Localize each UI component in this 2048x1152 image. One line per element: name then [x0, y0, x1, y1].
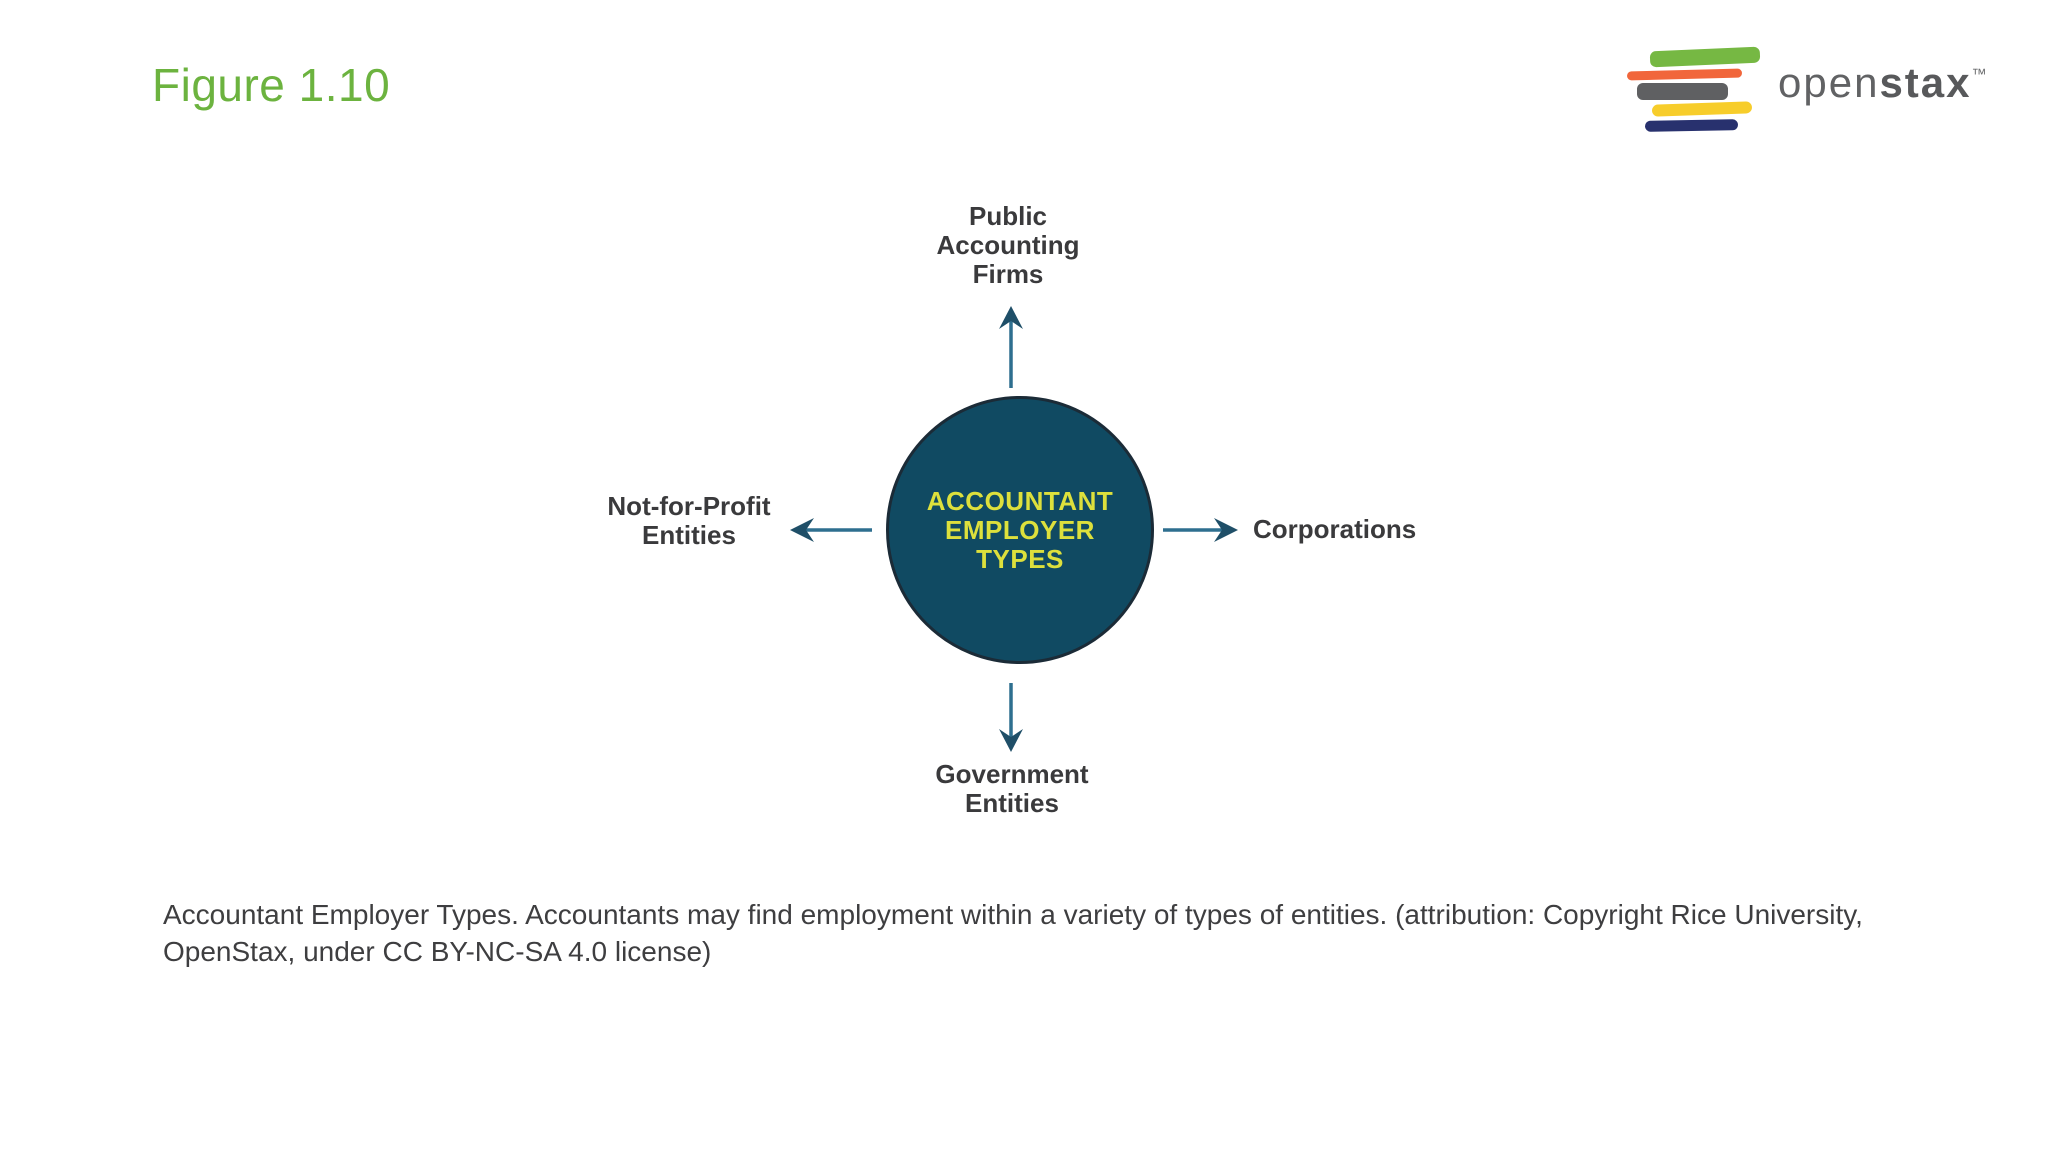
spoke-label-corporations: Corporations: [1253, 515, 1573, 544]
spoke-label-public-accounting-firms: Public Accounting Firms: [858, 202, 1158, 289]
spoke-bottom-line1: Government: [935, 759, 1089, 789]
figure-title: Figure 1.10: [152, 59, 391, 111]
spoke-label-not-for-profit-entities: Not-for-Profit Entities: [539, 492, 839, 550]
arrow-up-icon: [999, 306, 1023, 388]
arrow-down-icon: [999, 683, 1023, 752]
openstax-wordmark: openstax™: [1778, 59, 1987, 107]
trademark-symbol: ™: [1971, 66, 1987, 83]
spoke-label-government-entities: Government Entities: [862, 760, 1162, 818]
spoke-top-line2: Accounting: [936, 230, 1080, 260]
hub-node-accountant-employer-types: ACCOUNTANT EMPLOYER TYPES: [886, 396, 1154, 664]
figure-caption: Accountant Employer Types. Accountants m…: [163, 899, 1863, 967]
spoke-bottom-line2: Entities: [965, 788, 1059, 818]
hub-label-line1: ACCOUNTANT: [926, 485, 1114, 516]
logo-book-bar-gray: [1637, 83, 1728, 100]
openstax-logo: openstax™: [1620, 35, 2040, 140]
spoke-right-line1: Corporations: [1253, 514, 1417, 544]
spoke-left-line2: Entities: [642, 520, 736, 550]
hub-label-line2: EMPLOYER: [945, 514, 1095, 545]
spoke-top-line1: Public: [968, 201, 1047, 231]
spoke-left-line1: Not-for-Profit: [607, 491, 771, 521]
arrow-right-icon: [1163, 518, 1238, 542]
spoke-top-line3: Firms: [972, 259, 1044, 289]
hub-label-line3: TYPES: [976, 543, 1064, 574]
wordmark-open: open: [1778, 59, 1880, 106]
wordmark-stax: stax: [1879, 59, 1972, 106]
